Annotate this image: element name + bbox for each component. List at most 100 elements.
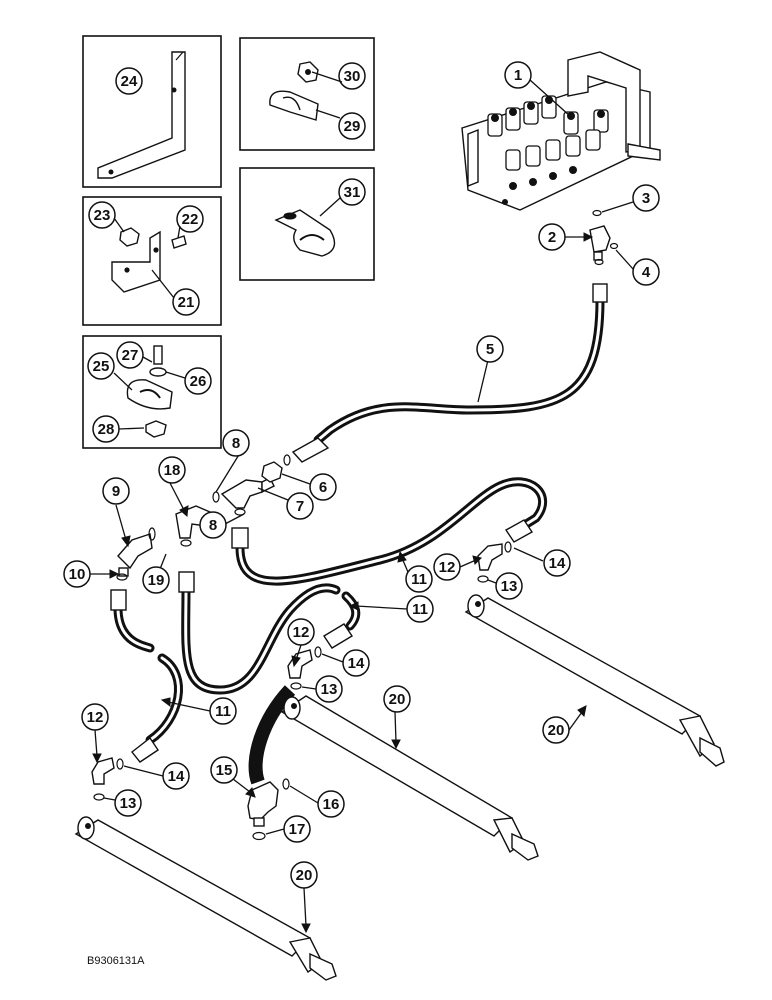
callout-2: 2 [538,223,566,251]
svg-text:25: 25 [93,358,110,375]
o-ring-10 [116,573,128,581]
svg-text:13: 13 [120,795,137,812]
callout-4: 4 [632,258,660,286]
callouts: 1 2 3 4 5 6 7 8 8 9 10 11 11 11 12 12 12… [63,61,660,889]
svg-text:31: 31 [344,184,361,201]
o-ring-4a [609,242,619,250]
svg-text:14: 14 [348,655,365,672]
svg-text:15: 15 [216,762,233,779]
callout-27: 27 [116,341,144,369]
svg-text:28: 28 [98,421,115,438]
elbow-fitting-15 [247,781,279,827]
elbow-fitting-12-left [91,757,115,785]
callout-13c: 13 [114,789,142,817]
drawing-code: B9306131A [87,955,145,967]
tee-fitting-7 [220,477,275,509]
svg-text:27: 27 [122,347,139,364]
callout-26: 26 [184,367,212,395]
callout-10: 10 [63,560,91,588]
elbow-fitting-9 [117,533,153,577]
nut-6 [261,461,283,483]
o-ring-13-middle [290,682,302,690]
hydraulic-cylinder-left [74,816,337,981]
svg-text:14: 14 [168,768,185,785]
o-ring-13-right [477,575,489,583]
o-ring-13-left [93,793,105,801]
callout-6: 6 [309,473,337,501]
callout-18: 18 [158,456,186,484]
callout-29: 29 [338,112,366,140]
callout-12b: 12 [287,618,315,646]
svg-text:8: 8 [232,435,240,452]
svg-text:11: 11 [411,571,427,588]
hose-11-middle [178,571,361,695]
callout-30: 30 [338,62,366,90]
inset-box-clamp-nut [239,37,375,151]
control-valve-block [461,51,661,211]
callout-11a: 11 [405,565,433,593]
callout-21: 21 [172,288,200,316]
svg-text:23: 23 [94,207,111,224]
svg-text:19: 19 [148,572,165,589]
elbow-fitting-12-right [477,543,503,571]
svg-text:14: 14 [549,555,566,572]
inset-leader-lines [113,71,343,430]
leader-lines [90,79,634,934]
callout-8b: 8 [199,511,227,539]
elbow-fitting-12-middle [287,649,313,679]
svg-text:24: 24 [121,73,138,90]
hose-5 [291,283,608,463]
hose-11-upper-loop [231,477,547,586]
callout-20b: 20 [542,716,570,744]
svg-text:9: 9 [112,483,120,500]
svg-text:8: 8 [209,517,217,534]
svg-text:26: 26 [190,373,207,390]
callout-14b: 14 [342,649,370,677]
svg-text:7: 7 [296,498,304,515]
callout-20c: 20 [290,861,318,889]
callout-14a: 14 [543,549,571,577]
inset-box-bracket [82,35,222,188]
svg-text:21: 21 [178,294,195,311]
svg-text:12: 12 [87,709,104,726]
callout-15: 15 [210,756,238,784]
callout-7: 7 [286,492,314,520]
callout-1: 1 [504,61,532,89]
inset-box-clamp [239,167,375,281]
svg-text:11: 11 [412,601,428,618]
inset-box-angle-bracket [82,196,222,326]
o-ring-3 [592,209,602,217]
o-ring-16 [282,778,290,790]
o-ring-8c [234,508,246,516]
callout-19: 19 [142,566,170,594]
callout-12a: 12 [433,553,461,581]
svg-text:2: 2 [548,229,556,246]
svg-text:13: 13 [501,578,518,595]
callout-12c: 12 [81,703,109,731]
callout-22: 22 [176,205,204,233]
svg-text:30: 30 [344,68,361,85]
svg-text:29: 29 [344,118,361,135]
svg-text:11: 11 [215,703,231,720]
callout-20a: 20 [383,685,411,713]
o-ring-8b [283,454,291,466]
callout-9: 9 [102,477,130,505]
o-ring-14-left [116,758,124,770]
callout-14c: 14 [162,762,190,790]
o-ring-19a [148,527,156,541]
o-ring-14-right [504,541,512,553]
callout-31: 31 [338,178,366,206]
svg-text:12: 12 [293,624,310,641]
callout-8a: 8 [222,429,250,457]
svg-text:22: 22 [182,211,199,228]
o-ring-8a [212,491,220,503]
svg-text:6: 6 [319,479,327,496]
callout-5: 5 [476,335,504,363]
svg-text:17: 17 [289,821,306,838]
svg-text:18: 18 [164,462,181,479]
callout-25: 25 [87,352,115,380]
callout-13a: 13 [495,572,523,600]
callout-28: 28 [92,415,120,443]
svg-text:13: 13 [321,681,338,698]
